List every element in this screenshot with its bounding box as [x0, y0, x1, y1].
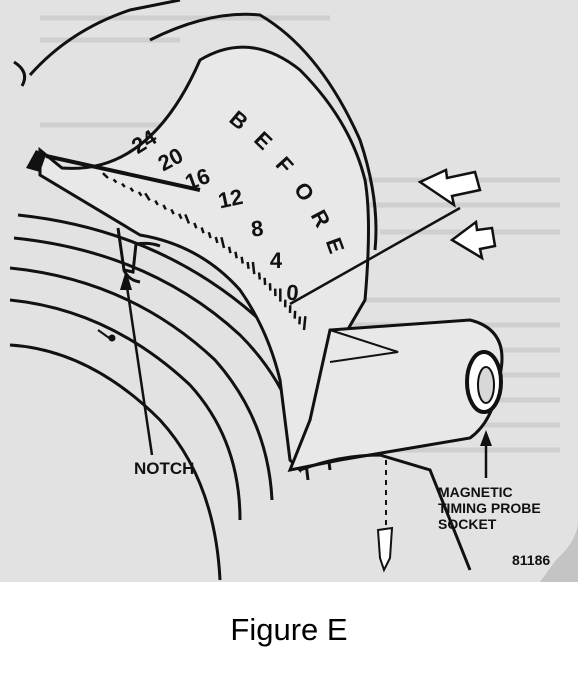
scale-tick [234, 251, 238, 259]
scale-tick [170, 208, 175, 215]
scale-tick [129, 187, 135, 193]
degree-mark: 0 [286, 280, 300, 306]
scale-tick [144, 192, 151, 202]
plate-top-edge [45, 154, 201, 192]
plate-lip [26, 150, 46, 172]
probe-socket-label-line3: SOCKET [438, 516, 497, 532]
mount-bolt [376, 526, 394, 573]
scale-tick [207, 231, 212, 239]
degree-mark-numbers: 24 20 16 12 8 4 0 [127, 124, 299, 305]
scale-tick [193, 222, 198, 229]
scale-tick [162, 204, 167, 211]
scale-tick [298, 316, 302, 325]
scale-tick [257, 272, 262, 280]
timing-cover-edge [28, 0, 378, 251]
cover-wire [13, 60, 27, 87]
notch-cut [116, 227, 161, 284]
figure-number: 81186 [512, 552, 550, 568]
scale-tick [214, 236, 219, 244]
degree-mark: 12 [216, 184, 245, 214]
probe-socket-bore-inner [477, 366, 495, 404]
scale-tick [137, 191, 143, 197]
arrow-down-icon [449, 219, 497, 261]
scale-tick [154, 199, 159, 206]
scale-tick [200, 227, 205, 234]
timing-cover-illustration: 24 20 16 12 8 4 0 B E F O R E [0, 0, 578, 582]
scale-tick [251, 261, 256, 275]
socket-flange [329, 329, 399, 363]
scale-tick [184, 213, 191, 224]
scale-tick [102, 172, 109, 179]
figure-caption: Figure E [230, 612, 348, 647]
scale-tick [302, 316, 307, 331]
scale-tick [121, 182, 126, 188]
scale-tick [112, 178, 118, 184]
notch-leader-line [124, 279, 154, 456]
socket-arrowhead-icon [480, 430, 492, 446]
probe-socket-label-line1: MAGNETIC [438, 484, 513, 500]
arrow-up-icon [417, 168, 482, 208]
scale-tick [240, 256, 244, 264]
scale-tick [246, 261, 250, 269]
pulley-detail [97, 329, 116, 342]
notch-label: NOTCH [134, 459, 194, 478]
timing-pointer-line [289, 206, 461, 306]
degree-mark: 4 [270, 248, 283, 273]
cover-lower-edge [299, 453, 472, 571]
probe-socket-label-line2: TIMING PROBE [438, 500, 541, 516]
timing-scale-ticks [102, 172, 307, 331]
scale-tick [178, 213, 183, 220]
scale-tick [227, 246, 232, 254]
notch-arrowhead-icon [120, 270, 132, 290]
degree-mark: 8 [250, 215, 265, 241]
scale-tick [220, 236, 226, 249]
timing-scale-plate [38, 45, 370, 474]
scan-edge-shadow [540, 520, 578, 582]
